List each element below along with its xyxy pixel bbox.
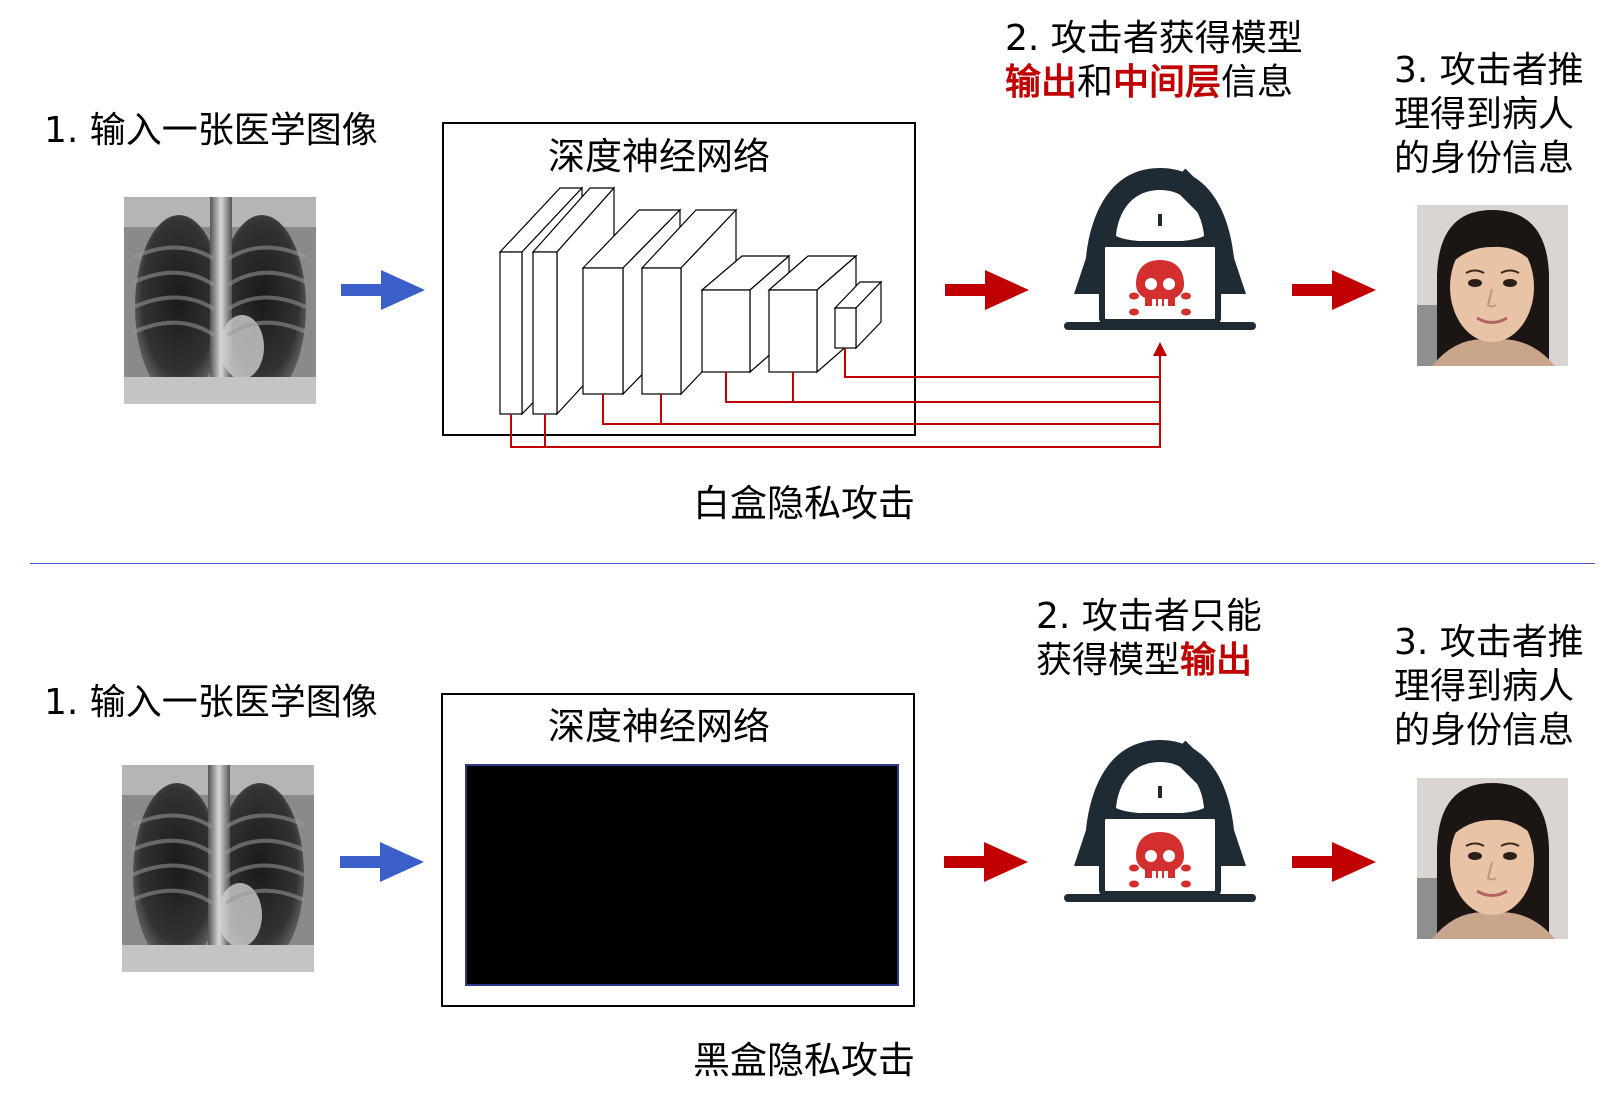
section-divider	[30, 563, 1595, 564]
arrow-icon	[340, 842, 424, 882]
top-network-title: 深度神经网络	[548, 135, 770, 178]
hacker-icon	[1064, 740, 1256, 902]
top-step2-line1: 2. 攻击者获得模型	[1005, 18, 1303, 59]
arrow-icon	[945, 270, 1029, 310]
top-step2-line2: 输出和中间层信息	[1005, 62, 1294, 103]
top-caption: 白盒隐私攻击	[693, 482, 915, 525]
output-highlight: 输出	[1005, 62, 1078, 103]
bottom-step3-line1: 3. 攻击者推	[1394, 622, 1584, 663]
bottom-step3-line2: 理得到病人	[1394, 666, 1575, 707]
top-step1-label: 1. 输入一张医学图像	[44, 110, 378, 151]
output-highlight: 输出	[1180, 640, 1253, 681]
xray-image	[124, 197, 316, 404]
arrow-icon	[1292, 842, 1376, 882]
black-box-network	[465, 764, 899, 986]
arrow-icon	[1292, 270, 1376, 310]
bottom-step2-line2: 获得模型输出	[1036, 640, 1253, 681]
bottom-network-title: 深度神经网络	[548, 705, 770, 748]
hacker-icon	[1064, 168, 1256, 330]
xray-image	[122, 765, 314, 972]
arrow-icon	[341, 270, 425, 310]
face-photo	[1417, 205, 1568, 366]
face-photo	[1417, 778, 1568, 939]
bottom-caption: 黑盒隐私攻击	[693, 1039, 915, 1082]
bottom-step1-label: 1. 输入一张医学图像	[44, 682, 378, 723]
top-step3-line2: 理得到病人	[1394, 94, 1575, 135]
bottom-step2-line1: 2. 攻击者只能	[1036, 596, 1262, 637]
top-step3-line3: 的身份信息	[1394, 138, 1575, 179]
top-step3-line1: 3. 攻击者推	[1394, 50, 1584, 91]
bottom-step3-line3: 的身份信息	[1394, 710, 1575, 751]
intermediate-layer-highlight: 中间层	[1113, 62, 1222, 103]
arrow-icon	[944, 842, 1028, 882]
